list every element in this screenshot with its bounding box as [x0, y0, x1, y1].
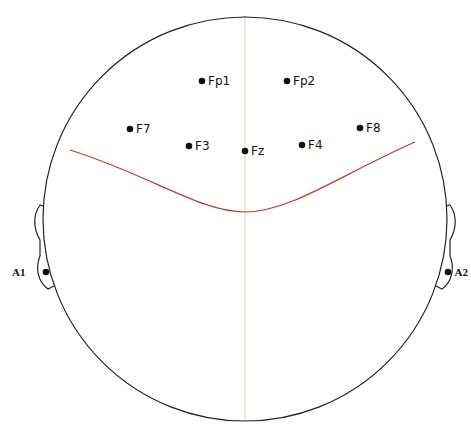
electrode-label: F8 — [366, 122, 381, 134]
electrode-dot — [186, 143, 193, 150]
electrode-label: F3 — [195, 140, 210, 152]
electrode-label: F4 — [308, 139, 323, 151]
frontal-boundary — [70, 142, 415, 212]
midline — [244, 18, 245, 420]
electrode-label: F7 — [136, 123, 151, 135]
electrode-dot — [127, 126, 134, 133]
electrode-dot — [357, 125, 364, 132]
electrode-dot — [199, 78, 206, 85]
electrode-dot — [43, 269, 50, 276]
electrode-dot — [299, 142, 306, 149]
electrodes — [43, 78, 452, 276]
electrode-label: Fp1 — [208, 75, 230, 87]
reference-label: A1 — [12, 267, 25, 278]
electrode-dot — [445, 269, 452, 276]
electrode-label: Fz — [251, 145, 264, 157]
electrode-dot — [284, 78, 291, 85]
reference-label: A2 — [455, 267, 468, 278]
electrode-label: Fp2 — [293, 75, 315, 87]
head-outline — [43, 17, 447, 421]
electrode-dot — [242, 148, 249, 155]
